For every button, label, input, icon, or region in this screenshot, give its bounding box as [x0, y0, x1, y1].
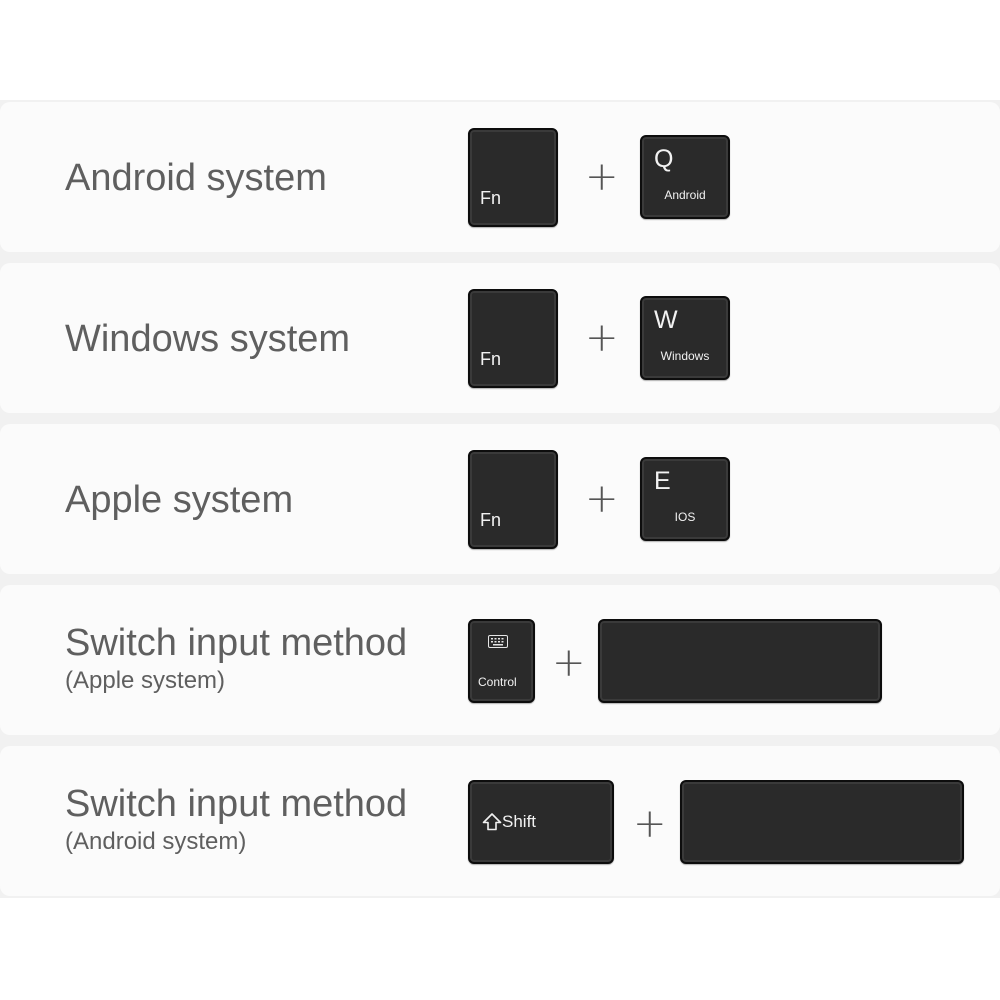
q-key: Q Android — [640, 135, 730, 219]
fn-key: Fn — [468, 289, 558, 388]
row-label: Windows system — [65, 318, 445, 361]
e-key: E IOS — [640, 457, 730, 541]
bottom-margin — [0, 898, 1000, 1000]
row-label-text: Windows system — [65, 318, 351, 360]
spacebar-key — [680, 780, 964, 864]
key-letter: Q — [654, 145, 674, 173]
plus-sign: + — [585, 476, 619, 522]
row-sublabel-text: (Android system) — [65, 827, 247, 855]
shift-key-content: Shift — [482, 812, 536, 832]
shortcut-row-windows: Windows system Fn + W Windows — [0, 263, 1000, 413]
fn-key: Fn — [468, 128, 558, 227]
spacebar-key — [598, 619, 882, 703]
plus-sign: + — [585, 154, 619, 200]
row-label-text: Switch input method — [65, 783, 408, 825]
row-sublabel-text: (Apple system) — [65, 666, 226, 694]
shortcut-row-switch-android: Switch input method (Android system) Shi… — [0, 746, 1000, 896]
plus-sign: + — [585, 315, 619, 361]
row-label: Switch input method (Android system) — [65, 783, 445, 857]
row-label: Switch input method (Apple system) — [65, 622, 445, 696]
plus-sign: + — [633, 801, 667, 847]
keyboard-icon — [488, 635, 508, 648]
control-key-label: Control — [478, 675, 517, 689]
shortcut-row-android: Android system Fn + Q Android — [0, 102, 1000, 252]
w-key: W Windows — [640, 296, 730, 380]
shift-key-label: Shift — [502, 812, 537, 831]
shortcut-row-switch-apple: Switch input method (Apple system) Contr… — [0, 585, 1000, 735]
shift-arrow-icon — [482, 813, 502, 831]
row-label-text: Android system — [65, 157, 327, 199]
fn-key-label: Fn — [480, 188, 502, 208]
control-key: Control — [468, 619, 535, 703]
key-caption: Android — [664, 188, 706, 202]
key-letter: W — [654, 306, 678, 334]
shortcut-row-apple: Apple system Fn + E IOS — [0, 424, 1000, 574]
key-caption: Windows — [660, 349, 710, 363]
top-margin — [0, 0, 1000, 100]
fn-key-label: Fn — [480, 510, 502, 530]
row-label-text: Switch input method — [65, 622, 408, 664]
key-letter: E — [654, 467, 671, 495]
row-label: Android system — [65, 157, 445, 200]
row-label-text: Apple system — [65, 479, 294, 521]
shift-key: Shift — [468, 780, 614, 864]
key-caption: IOS — [674, 510, 696, 524]
fn-key: Fn — [468, 450, 558, 549]
row-label: Apple system — [65, 479, 445, 522]
fn-key-label: Fn — [480, 349, 502, 369]
plus-sign: + — [552, 640, 586, 686]
